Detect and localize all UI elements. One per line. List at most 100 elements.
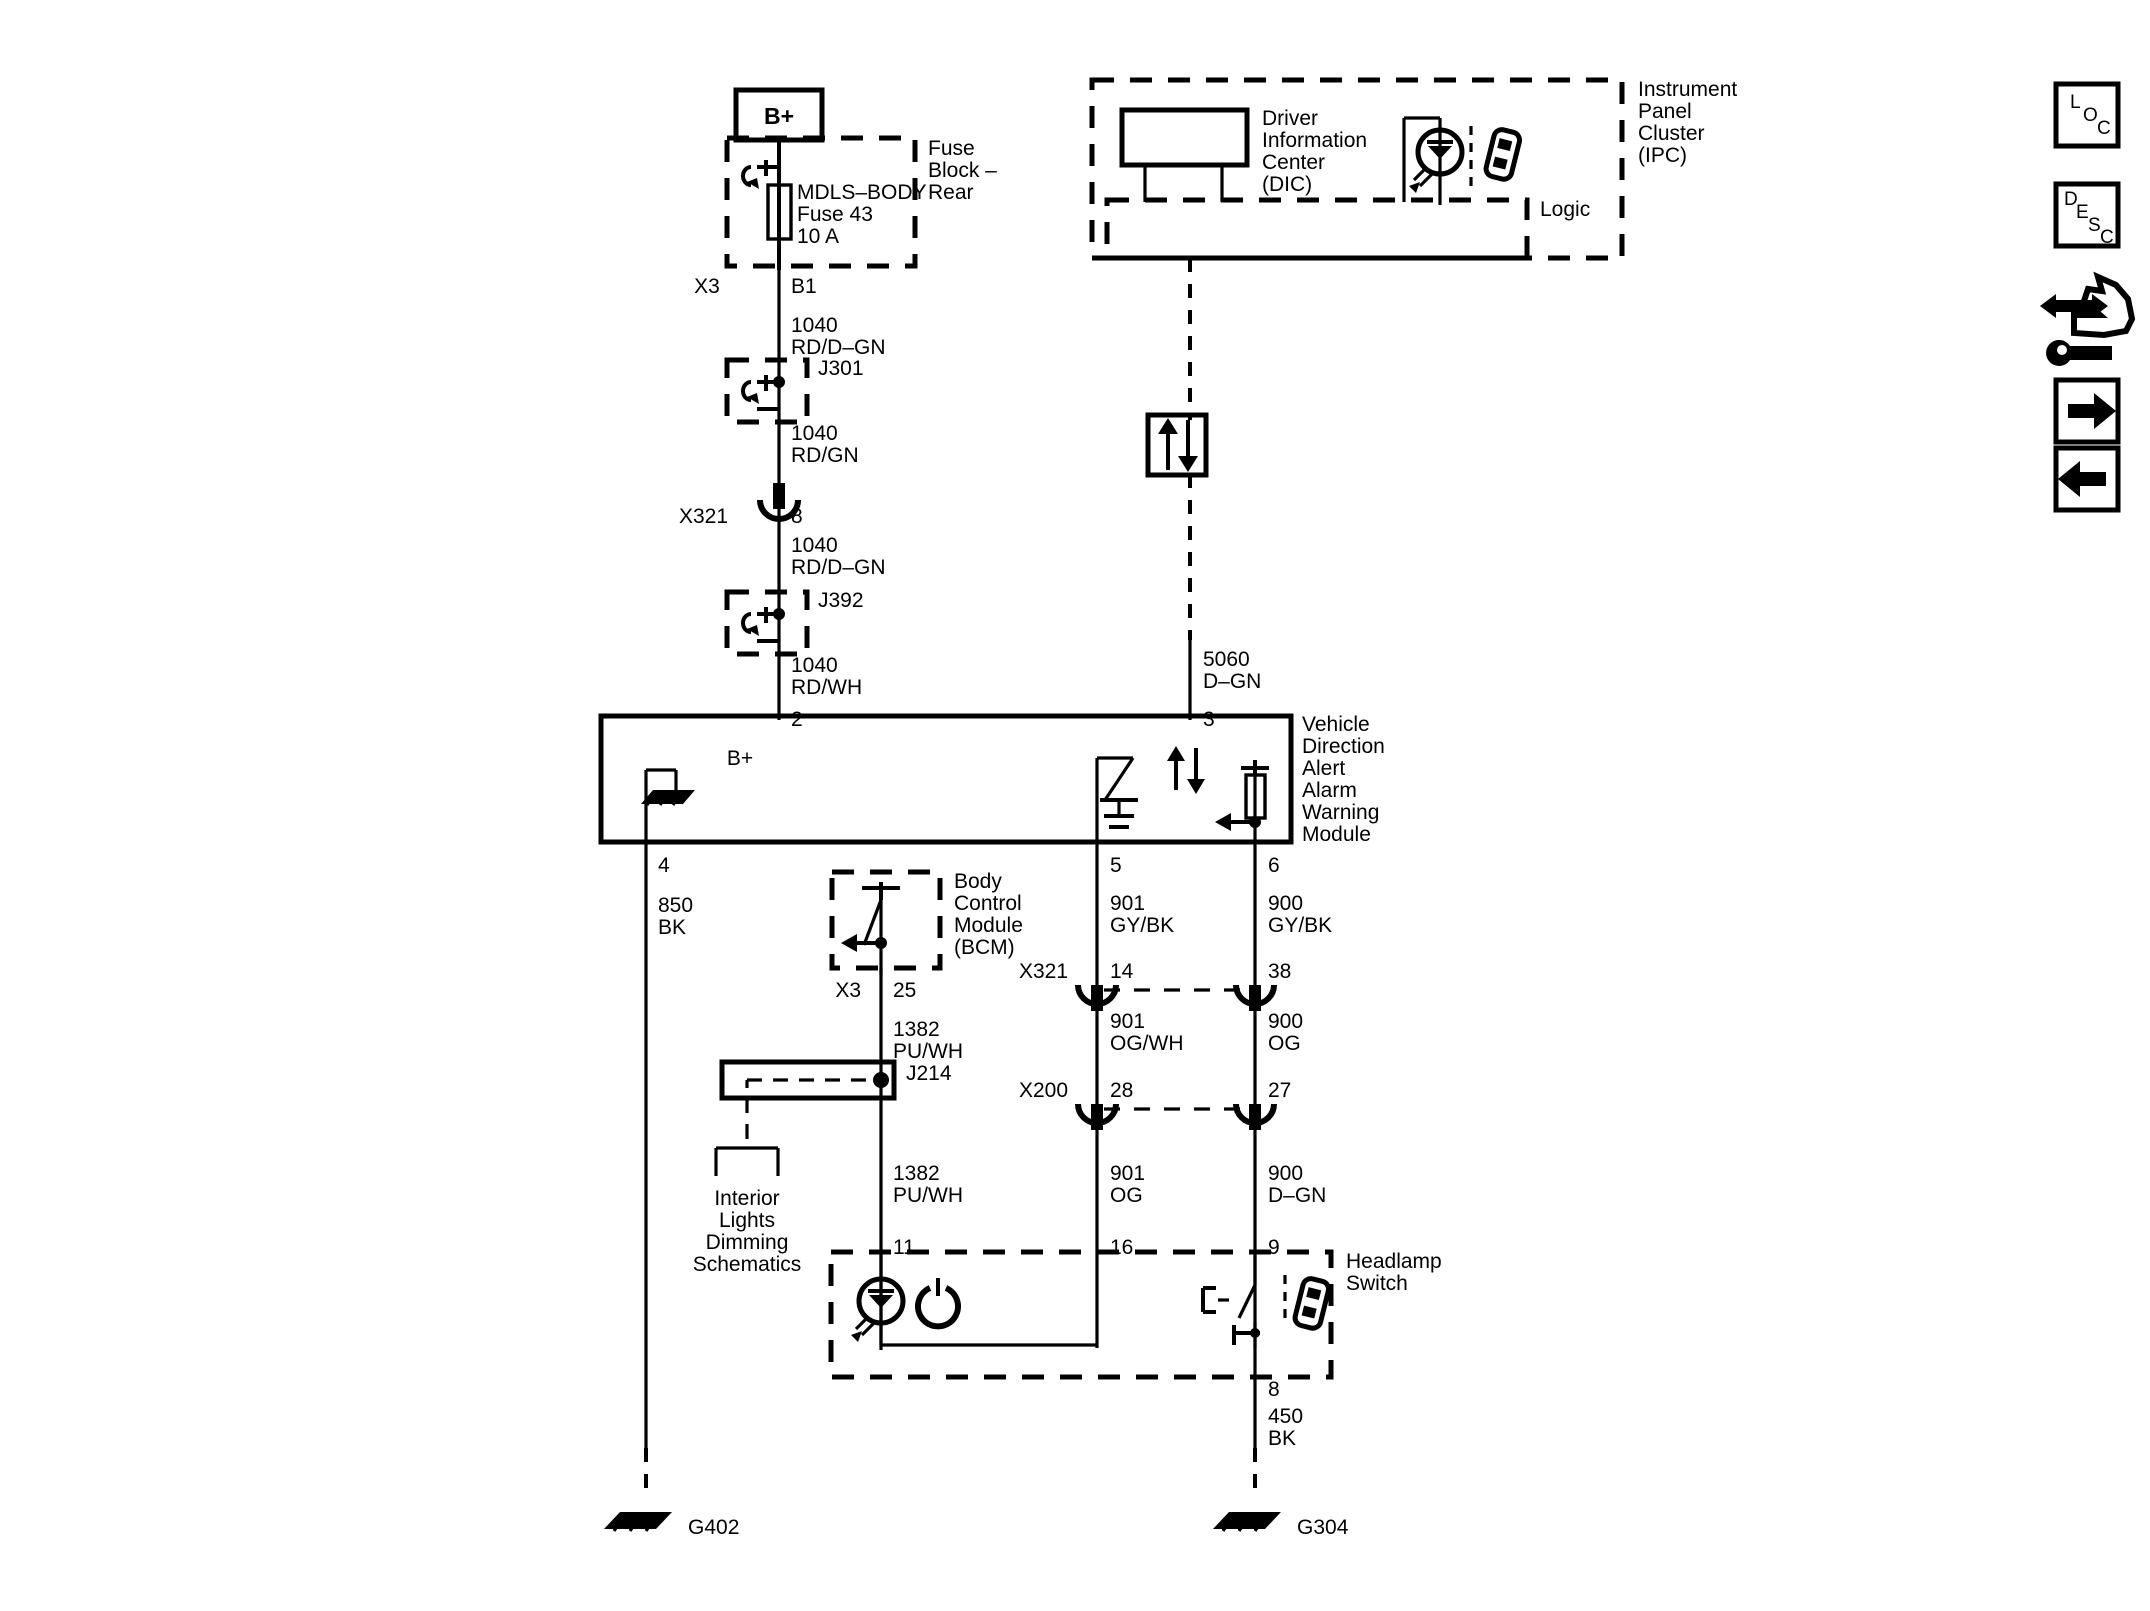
switch-pin-8: 8	[1268, 1378, 1280, 1401]
toolbar-button-next[interactable]	[2053, 377, 2121, 445]
module-pin-6: 6	[1268, 854, 1280, 877]
ground-branch-850: 4 850 BK G402	[604, 842, 739, 1539]
fuse-block-title-1: Fuse	[928, 137, 975, 160]
ground-symbol-g402: G402	[604, 1512, 739, 1539]
ground-g402-label: G402	[688, 1516, 739, 1539]
desc-letter-c: C	[2100, 227, 2114, 248]
wire-901-number-c: 901	[1110, 1162, 1145, 1185]
wire-901-number-a: 901	[1110, 892, 1145, 915]
bcm-title-2: Control	[954, 892, 1022, 915]
wire-1382-color-a: PU/WH	[893, 1040, 963, 1063]
dic-label-2: Information	[1262, 129, 1367, 152]
module-internal-ground	[641, 768, 695, 842]
wire-901-color-b: OG/WH	[1110, 1032, 1184, 1055]
connector-x200-pin-b: 27	[1268, 1079, 1291, 1102]
module-title-1: Vehicle	[1302, 713, 1370, 736]
dic-label-4: (DIC)	[1262, 173, 1312, 196]
wire-1040-color-a: RD/D–GN	[791, 336, 886, 359]
wire-1382-number-a: 1382	[893, 1018, 940, 1041]
connector-x200-label-a: X200	[1019, 1079, 1068, 1102]
vehicle-direction-alert-module: B+	[598, 713, 1385, 846]
headlamp-illumination-lamp	[851, 1252, 1097, 1347]
switch-pin-9: 9	[1268, 1236, 1280, 1259]
module-pin6-alarm-element	[1215, 760, 1269, 842]
bcm-title-3: Module	[954, 914, 1023, 937]
fuse-terminal-b1: B1	[791, 275, 817, 298]
bcm-connector-x3: X3	[835, 979, 861, 1002]
loc-letter-o: O	[2083, 105, 2098, 126]
bcm-title-4: (BCM)	[954, 936, 1015, 959]
loc-letter-l: L	[2070, 92, 2081, 113]
switch-pin-11: 11	[893, 1236, 915, 1259]
fuse-block-title-2: Block –	[928, 159, 997, 182]
module-serial-arrows-icon	[1167, 746, 1205, 794]
ground-symbol-g304: G304	[1213, 1512, 1349, 1539]
wire-901-number-b: 901	[1110, 1010, 1145, 1033]
splice-j392-label: J392	[818, 589, 864, 612]
wire-450-number: 450	[1268, 1405, 1303, 1428]
toolbar-button-hand-wrench[interactable]	[2040, 271, 2136, 366]
wire-1040-number-a: 1040	[791, 314, 838, 337]
instrument-panel-cluster: Driver Information Center (DIC) Logic In…	[1089, 77, 1737, 261]
dic-label-3: Center	[1262, 151, 1325, 174]
splice-j392: J392	[724, 589, 864, 657]
splice-j301: J301	[724, 357, 864, 425]
wire-1040-color-c: RD/D–GN	[791, 556, 886, 579]
ground-g304-label: G304	[1297, 1516, 1349, 1539]
connector-x321-pin-b: 14	[1110, 960, 1134, 983]
wire-1040-number-d: 1040	[791, 654, 838, 677]
connector-x321-label-b: X321	[1019, 960, 1068, 983]
wire-900-color-c: D–GN	[1268, 1184, 1326, 1207]
module-pin-3: 3	[1203, 708, 1215, 731]
power-symbol-icon	[915, 1278, 961, 1330]
power-source-bplus: B+	[733, 87, 825, 143]
connector-x321-pin-c: 38	[1268, 960, 1291, 983]
wire-1040-color-d: RD/WH	[791, 676, 862, 699]
module-pin-4: 4	[658, 854, 670, 877]
ref-interior-1: Interior	[714, 1187, 779, 1210]
desc-letter-s: S	[2088, 215, 2101, 236]
bcm-terminal-25: 25	[893, 979, 916, 1002]
ipc-title-2: Panel	[1638, 100, 1692, 123]
left-right-arrow-icon	[2040, 294, 2108, 318]
module-title-4: Alarm	[1302, 779, 1357, 802]
wire-900-color-b: OG	[1268, 1032, 1301, 1055]
toolbar-button-previous[interactable]	[2053, 445, 2121, 513]
headlamp-switch-contact	[1201, 1252, 1332, 1380]
bcm-branch: Body Control Module (BCM) X3 25 1382 PU/…	[693, 869, 1023, 1350]
wire-450-color: BK	[1268, 1427, 1296, 1450]
module-title-6: Module	[1302, 823, 1371, 846]
wire-901-color-a: GY/BK	[1110, 914, 1174, 937]
telltale-indicator-icon	[1402, 116, 1465, 205]
toolbar-button-desc[interactable]: D E S C	[2053, 181, 2121, 249]
serial-data-branch: 5060 D–GN 3	[1145, 258, 1261, 731]
headlamp-switch-title-2: Switch	[1346, 1272, 1408, 1295]
power-feed-branch: X3 B1 1040 RD/D–GN J301 1040 RD/GN X321 …	[679, 266, 886, 731]
wrench-icon	[2046, 339, 2112, 366]
switch-pin-16: 16	[1110, 1236, 1133, 1259]
wire-5060-color: D–GN	[1203, 670, 1261, 693]
wire-850-number: 850	[658, 894, 693, 917]
wire-1382-number-b: 1382	[893, 1162, 940, 1185]
headlamp-switch-block: Headlamp Switch	[828, 1249, 1442, 1380]
connector-x321-pin-a: 8	[791, 505, 803, 528]
wire-850-color: BK	[658, 916, 686, 939]
connector-x321-pin8: X321 8	[679, 483, 803, 528]
ipc-title-4: (IPC)	[1638, 144, 1687, 167]
arrow-right-icon	[2068, 393, 2116, 429]
headlamp-switch-title-1: Headlamp	[1346, 1250, 1442, 1273]
connector-x200-pin27: 27	[1233, 1079, 1291, 1130]
ipc-logic-label: Logic	[1540, 198, 1590, 221]
ground-branch-450: 8 450 BK G304	[1213, 1377, 1349, 1539]
wire-900-number-c: 900	[1268, 1162, 1303, 1185]
module-title-5: Warning	[1302, 801, 1379, 824]
fuse-connector-x3: X3	[694, 275, 720, 298]
toolbar-button-loc[interactable]: L O C	[2053, 81, 2121, 149]
wire-1382-color-b: PU/WH	[893, 1184, 963, 1207]
ref-interior-2: Lights	[719, 1209, 775, 1232]
wire-900-color-a: GY/BK	[1268, 914, 1332, 937]
dic-label-1: Driver	[1262, 107, 1318, 130]
fuse-block-title-3: Rear	[928, 181, 974, 204]
